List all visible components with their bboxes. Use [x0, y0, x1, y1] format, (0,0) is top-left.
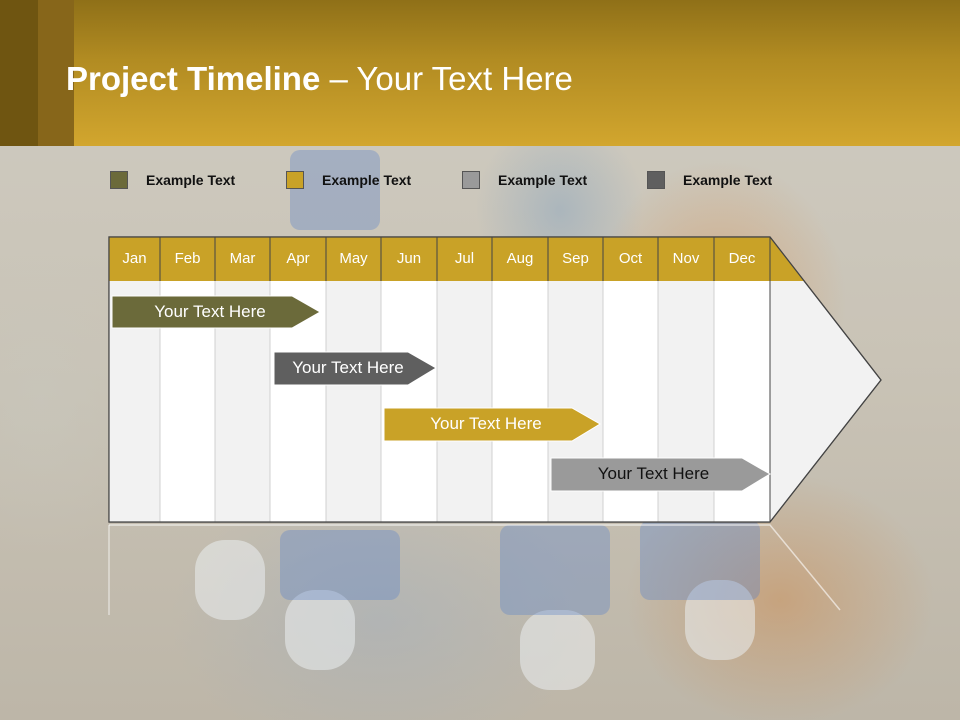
connector-shape [195, 540, 265, 620]
month-header-band [109, 237, 804, 281]
task-arrow [111, 295, 322, 329]
legend-label: Example Text [146, 172, 236, 188]
month-label: Feb [174, 250, 201, 267]
month-label: Sep [562, 250, 589, 267]
month-label: May [339, 250, 368, 267]
month-column [326, 281, 381, 522]
legend-swatch [110, 171, 128, 189]
connector-shape [280, 530, 400, 600]
task-arrow [550, 457, 771, 492]
legend-label: Example Text [322, 172, 412, 188]
month-label: Dec [728, 250, 756, 267]
month-label: Jan [122, 250, 147, 267]
timeline-reflection [109, 524, 841, 611]
task-arrow [383, 407, 601, 442]
legend-swatch [286, 171, 304, 189]
connector-shape [285, 590, 355, 670]
task-label: Your Text Here [430, 414, 542, 433]
month-label: Apr [286, 250, 310, 267]
connector-shape [685, 580, 755, 660]
month-label: Nov [672, 250, 700, 267]
legend-label: Example Text [683, 172, 773, 188]
month-label: Mar [229, 250, 256, 267]
task-arrow [273, 351, 437, 386]
header-accent-strip [0, 0, 38, 146]
task-label: Your Text Here [292, 358, 404, 377]
month-label: Oct [618, 250, 643, 267]
month-label: Jun [396, 250, 422, 267]
month-column [381, 281, 437, 522]
timeline-arrow-outline [108, 236, 882, 523]
legend-item: Example Text [647, 170, 772, 190]
header-accent-strip [38, 0, 74, 146]
legend-swatch [462, 171, 480, 189]
month-label: Aug [506, 250, 534, 267]
task-label: Your Text Here [154, 302, 266, 321]
connector-shape [640, 520, 760, 600]
legend-swatch [647, 171, 665, 189]
task-label: Your Text Here [597, 464, 710, 483]
legend-label: Example Text [498, 172, 588, 188]
legend-item: Example Text [286, 170, 411, 190]
month-column [492, 281, 548, 522]
legend-item: Example Text [110, 170, 235, 190]
month-label: Jul [454, 250, 475, 267]
connector-shape [500, 525, 610, 615]
legend-item: Example Text [462, 170, 587, 190]
slide-title: Project Timeline – Your Text Here [66, 60, 573, 97]
connector-shape [520, 610, 595, 690]
connector-shape [290, 150, 380, 230]
month-column [437, 281, 492, 522]
slide-header: Project Timeline – Your Text Here [0, 0, 960, 146]
